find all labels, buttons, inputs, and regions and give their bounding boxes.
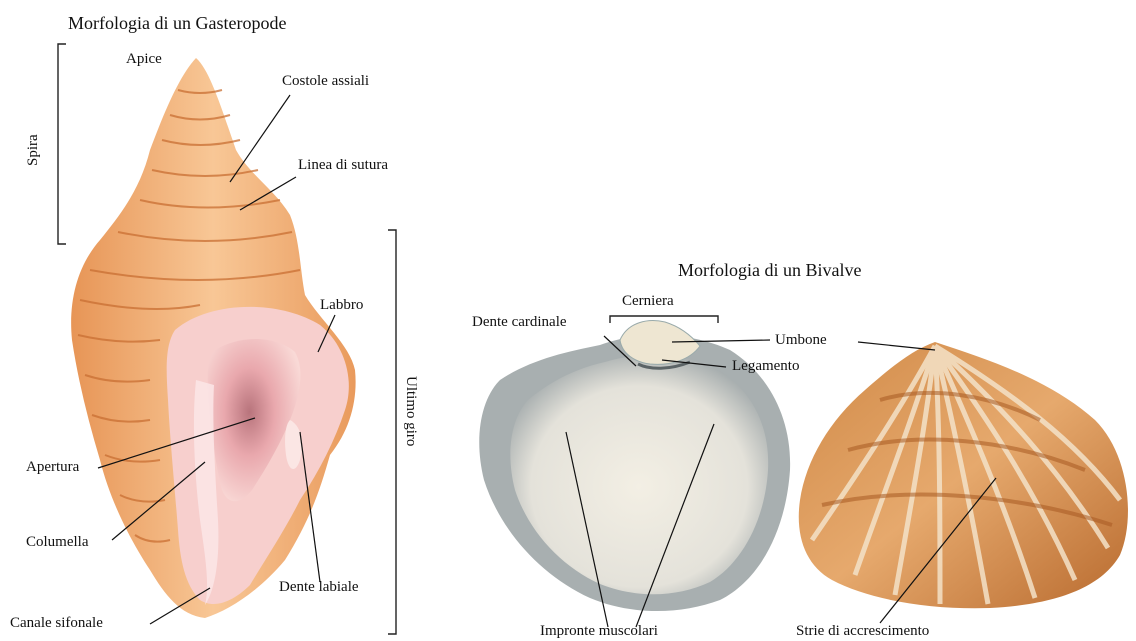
label-apertura: Apertura xyxy=(26,458,79,476)
label-canale-sifonale: Canale sifonale xyxy=(10,614,103,632)
label-cerniera: Cerniera xyxy=(622,292,674,310)
bivalve-title: Morfologia di un Bivalve xyxy=(678,259,861,281)
label-apice: Apice xyxy=(126,50,162,68)
spira-bracket xyxy=(58,44,66,244)
label-legamento: Legamento xyxy=(732,357,799,375)
label-columella: Columella xyxy=(26,533,89,551)
bivalve-outer-valve xyxy=(799,342,1128,608)
label-impronte-muscolari: Impronte muscolari xyxy=(540,622,658,640)
label-strie-di-accrescimento: Strie di accrescimento xyxy=(796,622,929,640)
label-umbone: Umbone xyxy=(775,331,827,349)
label-labbro: Labbro xyxy=(320,296,363,314)
label-spira: Spira xyxy=(24,126,42,166)
ultimo-giro-bracket xyxy=(388,230,396,634)
label-dente-cardinale: Dente cardinale xyxy=(472,313,567,331)
label-dente-labiale: Dente labiale xyxy=(279,578,359,596)
label-costole-assiali: Costole assiali xyxy=(282,72,369,90)
label-ultimo-giro: Ultimo giro xyxy=(402,376,420,466)
leader-umbone-outer xyxy=(858,342,935,350)
label-linea-di-sutura: Linea di sutura xyxy=(298,156,388,174)
gastropod-shell xyxy=(71,58,355,618)
leader-costole-assiali xyxy=(230,95,290,182)
gastropod-title: Morfologia di un Gasteropode xyxy=(68,12,286,34)
